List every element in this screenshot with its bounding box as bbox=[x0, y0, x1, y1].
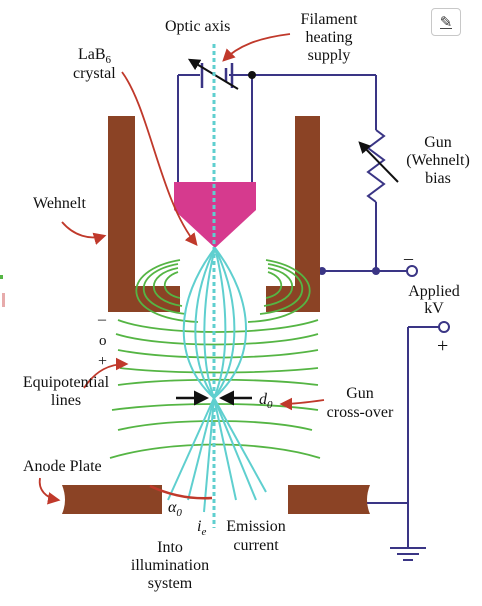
optic-axis-label: Optic axis bbox=[165, 18, 230, 35]
terminal-plus bbox=[438, 321, 450, 333]
applied-label-1: Applied bbox=[408, 283, 460, 300]
electron-beam bbox=[167, 247, 267, 513]
field-plus-sign: + bbox=[98, 353, 107, 370]
filament-label-3: supply bbox=[308, 47, 351, 64]
junction-dot bbox=[248, 71, 256, 79]
lab6-label-2: crystal bbox=[73, 65, 116, 82]
ie-label: ie bbox=[197, 518, 206, 538]
anode-plate-right bbox=[288, 485, 370, 514]
emission-label-1: Emission bbox=[226, 518, 286, 535]
wehnelt-label: Wehnelt bbox=[33, 195, 86, 212]
alpha-label: α0 bbox=[168, 499, 182, 519]
crossover-label-1: Gun bbox=[346, 385, 374, 402]
equipotential-lines bbox=[109, 259, 321, 459]
field-circle-sign: o bbox=[99, 333, 107, 349]
terminal-plus-sign: + bbox=[437, 335, 448, 357]
anode-label: Anode Plate bbox=[23, 458, 102, 475]
terminal-minus bbox=[406, 265, 418, 277]
field-minus-sign: – bbox=[97, 311, 107, 328]
filament-label-2: heating bbox=[305, 29, 352, 46]
pencil-icon: ✎ bbox=[439, 13, 453, 31]
d0-label: d0 bbox=[259, 391, 273, 411]
alpha-arc bbox=[149, 484, 213, 500]
edge-mark bbox=[2, 293, 5, 307]
lab6-label: LaB6 bbox=[78, 46, 112, 66]
gun-bias-label-3: bias bbox=[425, 170, 451, 187]
crossover-label-2: cross-over bbox=[327, 404, 394, 421]
edge-mark bbox=[0, 275, 3, 279]
gun-bias-label-2: (Wehnelt) bbox=[406, 152, 470, 169]
applied-label-2: kV bbox=[424, 300, 444, 317]
equipotential-label-1: Equipotential bbox=[23, 374, 110, 391]
into-label-2: illumination bbox=[131, 557, 209, 574]
emission-label-2: current bbox=[233, 537, 279, 554]
ground-symbol bbox=[390, 547, 426, 561]
equipotential-label-2: lines bbox=[51, 392, 81, 409]
wehnelt-left bbox=[108, 116, 180, 312]
wehnelt-right bbox=[266, 116, 320, 312]
anode-plate-left bbox=[62, 485, 162, 514]
terminal-minus-sign: – bbox=[403, 248, 414, 268]
edit-button[interactable]: ✎ bbox=[431, 8, 461, 36]
pointer-arrows bbox=[38, 33, 325, 505]
junction-dot bbox=[372, 267, 380, 275]
into-label-3: system bbox=[148, 575, 193, 592]
into-label-1: Into bbox=[157, 539, 183, 556]
filament-label-1: Filament bbox=[301, 11, 358, 28]
variable-arrow bbox=[358, 141, 399, 183]
gun-bias-label-1: Gun bbox=[424, 134, 452, 151]
